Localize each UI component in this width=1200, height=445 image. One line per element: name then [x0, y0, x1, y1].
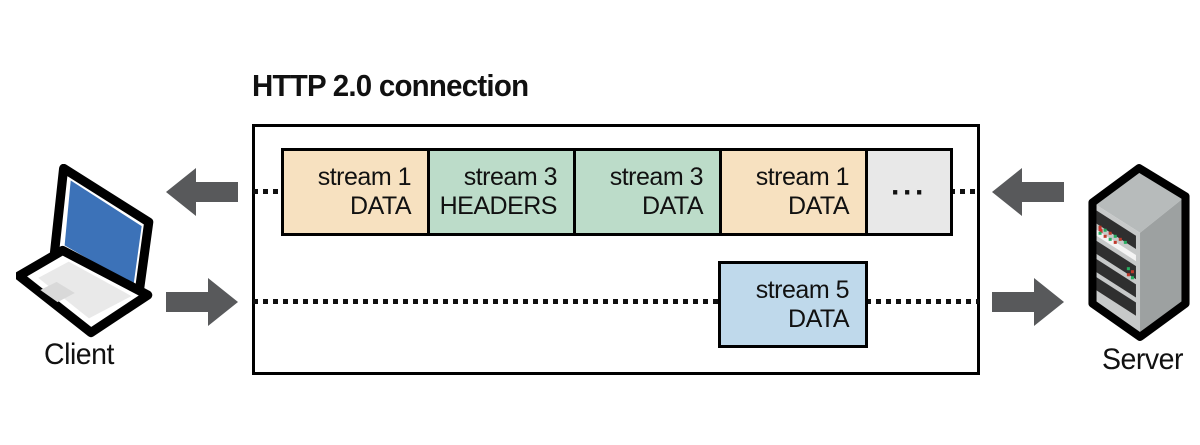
- arrow-right-client-outbound: [166, 278, 238, 326]
- frame-stream3-headers: stream 3 HEADERS: [427, 148, 576, 236]
- laptop-icon: [16, 164, 154, 338]
- dotted-line-upper-left: [253, 189, 281, 194]
- frame-stream1-data: stream 1 DATA: [281, 148, 430, 236]
- dotted-line-upper-right: [950, 189, 979, 194]
- server-icon: [1088, 164, 1190, 341]
- ellipsis-dots: ···: [891, 175, 927, 209]
- frame-row-upper: stream 1 DATA stream 3 HEADERS stream 3 …: [281, 148, 953, 236]
- arrow-left-server-outbound: [992, 168, 1064, 216]
- frame-stream5-data: stream 5 DATA: [718, 261, 868, 348]
- server-led-lights: [1098, 225, 1134, 280]
- frame-more-ellipsis: ···: [865, 148, 953, 236]
- frame-label-line1: stream 3: [463, 163, 558, 191]
- frame-label-line1: stream 1: [317, 163, 412, 191]
- dotted-line-lower-left: [253, 299, 718, 304]
- diagram-title: HTTP 2.0 connection: [252, 68, 529, 103]
- frame-label-line2: HEADERS: [439, 192, 558, 220]
- frame-label-line1: stream 1: [755, 163, 850, 191]
- frame-stream1-data-2: stream 1 DATA: [719, 148, 868, 236]
- frame-label-line2: DATA: [788, 304, 849, 333]
- http2-connection-box: [252, 124, 980, 375]
- frame-stream3-data: stream 3 DATA: [573, 148, 722, 236]
- server-label: Server: [1101, 343, 1184, 376]
- client-label: Client: [43, 338, 115, 371]
- dotted-line-lower-right: [866, 299, 979, 304]
- frame-label-line2: DATA: [788, 192, 849, 220]
- frame-label-line2: DATA: [350, 192, 411, 220]
- arrow-right-server-inbound: [992, 278, 1064, 326]
- arrow-left-client-inbound: [166, 168, 238, 216]
- frame-label-line1: stream 3: [609, 163, 704, 191]
- frame-label-line1: stream 5: [755, 275, 850, 304]
- frame-label-line2: DATA: [642, 192, 703, 220]
